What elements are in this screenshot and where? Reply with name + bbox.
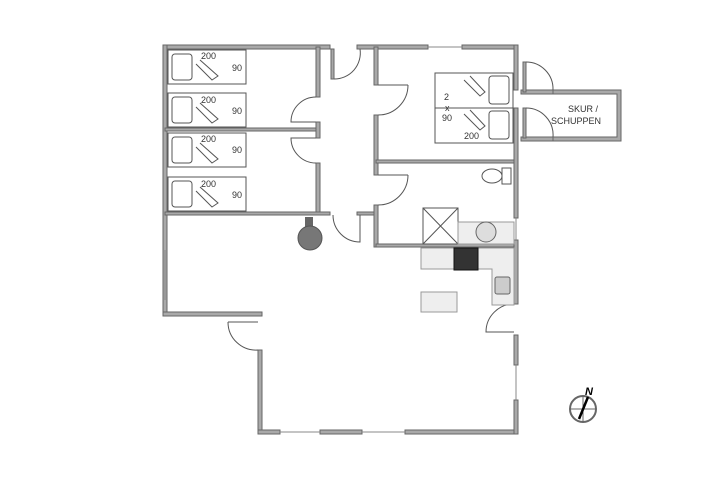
bed-count: 2 [444,92,449,102]
bed-width: 90 [232,106,242,116]
bed-length: 200 [201,134,216,144]
bed-times: x [445,103,450,113]
bed-length: 200 [201,179,216,189]
shed-label: SKUR / [568,104,599,114]
sink-icon [494,276,511,295]
bed-2: 200 90 [167,92,247,128]
bed-length: 200 [464,131,479,141]
washbasin-icon [475,221,497,243]
kitchen-island [420,291,458,313]
kitchen-counter [420,247,515,306]
compass-north-label: N [585,386,594,398]
toilet-icon [481,168,503,184]
bed-length: 200 [201,95,216,105]
bed-width: 90 [232,63,242,73]
fireplace-icon [297,225,323,251]
bed-width: 90 [442,113,452,123]
compass: N [569,386,597,423]
bed-length: 200 [201,51,216,61]
walls [162,44,519,435]
double-bed: 2 x 90 200 [434,72,514,144]
stove-icon [453,247,479,271]
fixtures [297,167,515,313]
beds: 200 90 200 90 200 90 200 90 2 x 90 200 [167,49,514,212]
shed: SKUR / SCHUPPEN [520,61,622,142]
bed-width: 90 [232,190,242,200]
bed-3: 200 90 [167,132,247,168]
bed-width: 90 [232,145,242,155]
chimney [305,217,313,229]
compass-needle [577,396,590,420]
bed-4: 200 90 [167,176,247,212]
bed-1: 200 90 [167,49,247,85]
shed-label-2: SCHUPPEN [551,116,601,126]
doors [227,48,515,351]
